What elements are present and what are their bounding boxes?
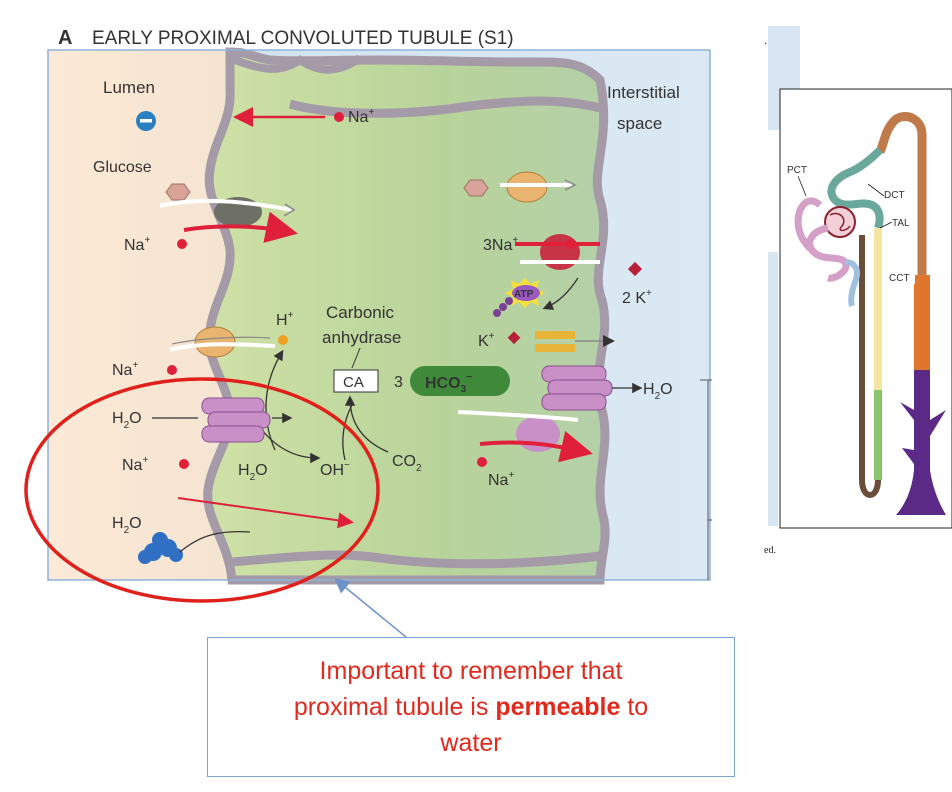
- h2o-label-reaction: H2O: [238, 462, 268, 483]
- svg-text:Na+: Na+: [112, 360, 138, 379]
- svg-text:CA: CA: [343, 374, 364, 391]
- proton-dot: [278, 335, 288, 345]
- main-panel: [47, 47, 711, 585]
- hco3-count: 3: [394, 374, 403, 391]
- svg-text:Na+: Na+: [348, 107, 374, 126]
- sodium-dot: [477, 457, 487, 467]
- svg-text:3Na+: 3Na+: [483, 235, 518, 254]
- reaction-arrow-co2: [344, 395, 389, 453]
- epithelial-cell: [203, 47, 610, 585]
- aquaporin-apical: [152, 397, 293, 443]
- slide-fragment-side: [768, 252, 778, 526]
- glucose-label: Glucose: [93, 159, 152, 176]
- sodium-dot: [179, 459, 189, 469]
- collecting-duct: [896, 368, 946, 515]
- carbonic-label-2: anhydrase: [322, 328, 401, 347]
- callout-line-2: proximal tubule is permeable to: [293, 693, 649, 721]
- panel-title: EARLY PROXIMAL CONVOLUTED TUBULE (S1): [92, 28, 514, 49]
- h2o-label-apical: H2O: [112, 410, 142, 431]
- paracellular-na-arrow: [177, 497, 354, 529]
- na-k-atpase: 3Na+ 2 K+: [483, 234, 652, 310]
- h2o-label-paracellular: H2O: [112, 515, 142, 536]
- callout-pointer: [334, 578, 407, 638]
- sodium-dot: [566, 239, 576, 249]
- negative-charge-icon: [136, 111, 156, 131]
- interstitial-label-2: space: [617, 114, 662, 133]
- glucose-hexagon-icon: [165, 183, 191, 201]
- lateral-membrane-top: [228, 54, 363, 74]
- aquaporin-basolateral: [541, 365, 643, 411]
- svg-text:HCO3−: HCO3−: [425, 372, 472, 395]
- descending-limb: [859, 235, 881, 498]
- water-droplet-icon: [138, 532, 183, 564]
- svg-text:ATP: ATP: [514, 289, 534, 300]
- co2-label: CO2: [392, 453, 422, 474]
- svg-text:Na+: Na+: [124, 235, 150, 254]
- na-h-exchanger: Na+ H+: [112, 310, 294, 379]
- cct-label: CCT: [889, 273, 910, 284]
- svg-text:Na+: Na+: [488, 470, 514, 489]
- na-hco3-cotransporter: [457, 410, 593, 463]
- connecting-tubule: [875, 112, 927, 275]
- lateral-membrane: [288, 96, 602, 118]
- proximal-convoluted-tubule-path: [806, 224, 850, 282]
- bicarbonate-badge: HCO3−: [410, 366, 510, 396]
- cortical-collecting-duct: [914, 275, 930, 370]
- glomerulus: [824, 206, 856, 238]
- lumen-region: [48, 50, 228, 580]
- highlight-circle: [24, 377, 380, 603]
- carbonic-anhydrase-box: CA: [333, 369, 379, 393]
- paracellular-na-top: Na+: [233, 107, 374, 127]
- glucose-na-cotransporter: Na+: [124, 183, 298, 254]
- sodium-dot: [334, 112, 344, 122]
- svg-text:H+: H+: [276, 310, 294, 329]
- callout-line-3: water: [440, 729, 502, 757]
- figure-caption-fragment: ed.: [764, 545, 776, 556]
- atp-icon: ATP: [493, 278, 545, 317]
- h2o-label-basolateral: H2O: [643, 381, 673, 402]
- callout-emphasis: permeable: [495, 693, 621, 721]
- svg-text:K+: K+: [478, 331, 495, 350]
- slide-fragment-dot: .: [764, 33, 768, 47]
- sodium-dot: [177, 239, 187, 249]
- potassium-diamond: [627, 261, 643, 277]
- panel-letter: A: [58, 27, 72, 49]
- reaction-arrow-oh: [261, 429, 321, 464]
- distal-convoluted-tubule: [827, 147, 884, 230]
- dct-label: DCT: [884, 190, 905, 201]
- callout-text: Important to remember that proximal tubu…: [294, 653, 648, 761]
- svg-text:Na+: Na+: [122, 455, 148, 474]
- lumen-label: Lumen: [103, 78, 155, 97]
- glucose-hexagon-icon: [463, 179, 489, 197]
- sodium-dot: [167, 365, 177, 375]
- interstitial-label-1: Interstitial: [607, 83, 680, 102]
- oh-label: OH−: [320, 460, 350, 479]
- reaction-arrow-oh-up: [342, 404, 353, 461]
- pct-label: PCT: [787, 165, 807, 176]
- lateral-membrane-bottom: [231, 550, 601, 569]
- tal-label: TAL: [892, 218, 910, 229]
- callout-line-1: Important to remember that: [319, 657, 623, 685]
- carbonic-label-1: Carbonic: [326, 303, 395, 322]
- glucose-transporter-basolateral: [463, 171, 577, 203]
- svg-text:2 K+: 2 K+: [622, 288, 652, 307]
- nephron-diagram: PCT DCT TAL CCT: [779, 88, 952, 529]
- callout-box: Important to remember that proximal tubu…: [207, 637, 735, 777]
